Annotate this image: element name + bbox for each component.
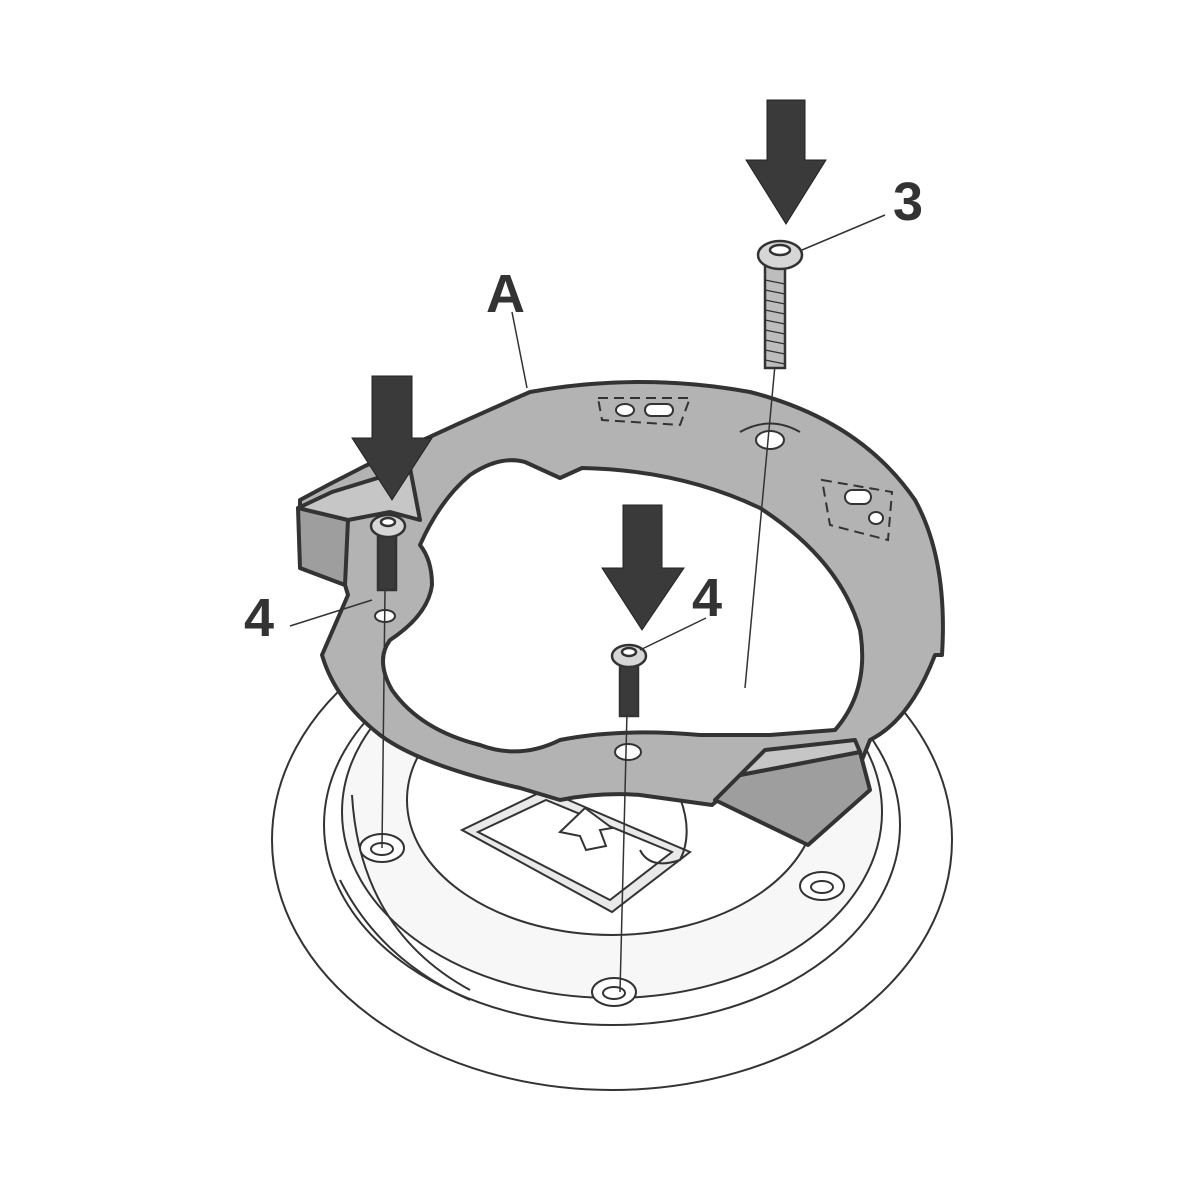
flange-hole — [591, 977, 637, 1007]
leader-lines — [289, 214, 886, 651]
label-ring-a: A — [486, 264, 525, 324]
arrow-left — [351, 375, 433, 501]
button-head-screw-icon — [369, 239, 804, 718]
label-screw-4-center: 4 — [692, 568, 722, 628]
label-screw-3: 3 — [893, 172, 923, 232]
ring-details — [374, 397, 894, 761]
flange-hole — [799, 871, 845, 901]
guide-lines — [381, 364, 776, 993]
fuel-arrow-icon — [557, 806, 615, 852]
screw-center — [610, 643, 648, 718]
arrow-top — [745, 99, 827, 225]
down-arrow-icon — [351, 99, 827, 631]
screw-left — [369, 513, 407, 592]
arrow-center — [601, 504, 685, 631]
screw-top — [756, 239, 804, 370]
label-screw-4-left: 4 — [244, 588, 274, 648]
